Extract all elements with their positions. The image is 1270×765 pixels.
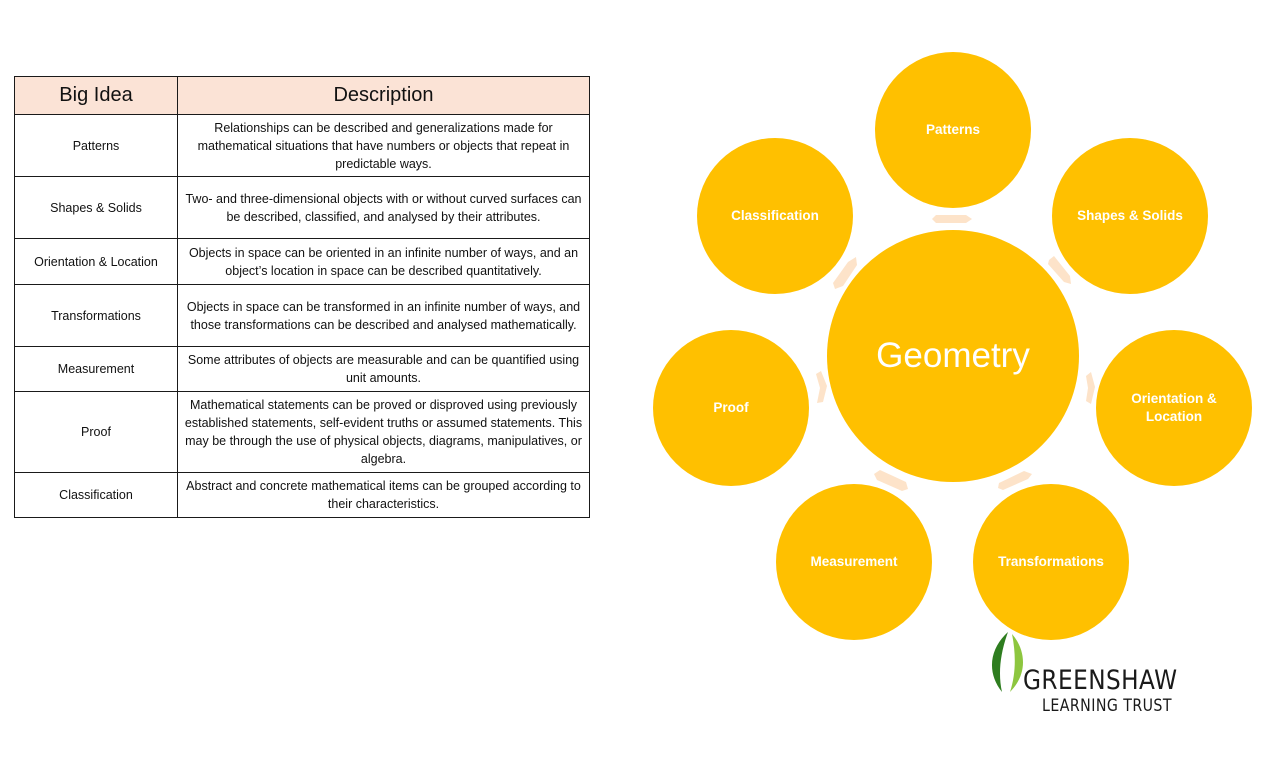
- header-big-idea: Big Idea: [14, 76, 178, 115]
- idea-cell: Patterns: [14, 114, 178, 177]
- arrow-classification-center: [833, 257, 857, 289]
- idea-cell: Shapes & Solids: [14, 176, 178, 239]
- proof-circle: Proof: [653, 330, 809, 486]
- leaf-light-icon: [1010, 634, 1023, 692]
- table-row: Patterns Relationships can be described …: [14, 114, 590, 177]
- big-ideas-table: Big Idea Description Patterns Relationsh…: [14, 76, 590, 518]
- description-cell: Abstract and concrete mathematical items…: [177, 472, 590, 518]
- logo-name: GREENSHAW: [1023, 665, 1178, 696]
- arrow-measurement-center: [874, 470, 908, 491]
- description-cell: Two- and three-dimensional objects with …: [177, 176, 590, 239]
- idea-cell: Transformations: [14, 284, 178, 347]
- orientation-location-circle: Orientation & Location: [1096, 330, 1252, 486]
- idea-cell: Orientation & Location: [14, 238, 178, 285]
- header-description: Description: [177, 76, 590, 115]
- arrow-patterns-center: [932, 215, 972, 223]
- measurement-circle: Measurement: [776, 484, 932, 640]
- arrow-proof-center: [816, 371, 827, 403]
- table-row: Classification Abstract and concrete mat…: [14, 472, 590, 518]
- arrow-transformations-center: [998, 471, 1032, 490]
- shapes-solids-circle: Shapes & Solids: [1052, 138, 1208, 294]
- table-row: Shapes & Solids Two- and three-dimension…: [14, 176, 590, 239]
- classification-circle: Classification: [697, 138, 853, 294]
- idea-cell: Measurement: [14, 346, 178, 392]
- description-cell: Objects in space can be oriented in an i…: [177, 238, 590, 285]
- table-row: Transformations Objects in space can be …: [14, 284, 590, 347]
- leaf-dark-icon: [991, 632, 1008, 692]
- patterns-circle: Patterns: [875, 52, 1031, 208]
- table-row: Orientation & Location Objects in space …: [14, 238, 590, 285]
- arrow-shapes-center: [1048, 256, 1071, 284]
- description-cell: Relationships can be described and gener…: [177, 114, 590, 177]
- idea-cell: Classification: [14, 472, 178, 518]
- geometry-center-circle: Geometry: [827, 230, 1079, 482]
- greenshaw-leaf-logo: [991, 632, 1023, 692]
- transformations-circle: Transformations: [973, 484, 1129, 640]
- table-header-row: Big Idea Description: [14, 76, 590, 115]
- table-row: Measurement Some attributes of objects a…: [14, 346, 590, 392]
- arrow-orientation-center: [1086, 372, 1095, 404]
- description-cell: Objects in space can be transformed in a…: [177, 284, 590, 347]
- description-cell: Some attributes of objects are measurabl…: [177, 346, 590, 392]
- logo-subtitle: LEARNING TRUST: [1042, 696, 1172, 715]
